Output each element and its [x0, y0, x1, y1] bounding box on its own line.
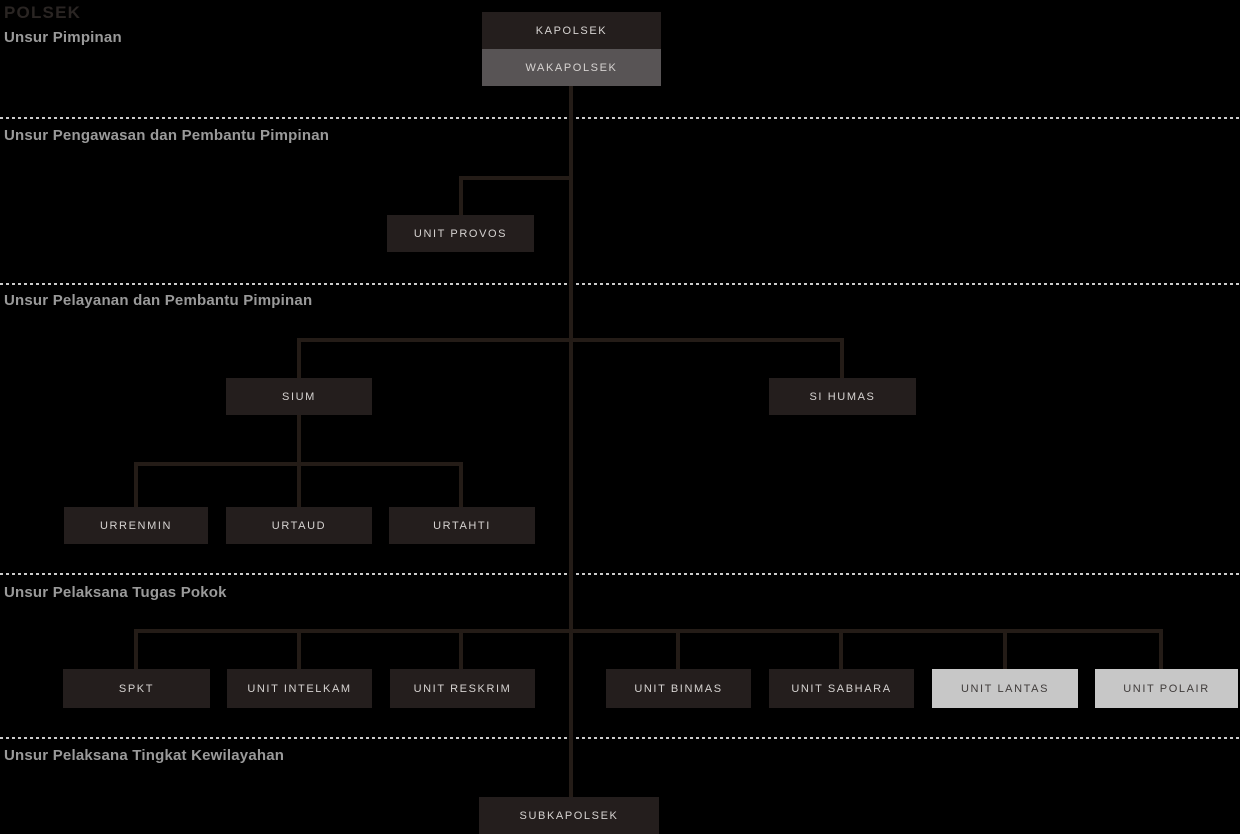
org-node-unit-reskrim: UNIT RESKRIM	[390, 669, 535, 708]
org-node-si-humas: SI HUMAS	[769, 378, 916, 415]
connector-si-humas-drop	[840, 338, 844, 378]
org-node-urtahti: URTAHTI	[389, 507, 535, 544]
connector-row4-bar	[134, 629, 1163, 633]
section-heading-unsur-pimpinan: Unsur Pimpinan	[4, 29, 122, 46]
connector-intelkam-drop	[297, 629, 301, 669]
section-heading-unsur-pelaksana-tingkat-kewilayahan: Unsur Pelaksana Tingkat Kewilayahan	[4, 747, 285, 764]
connector-binmas-drop	[676, 629, 680, 669]
connector-lantas-drop	[1003, 629, 1007, 669]
org-node-unit-polair: UNIT POLAIR	[1095, 669, 1238, 708]
connector-provos-branch-v	[459, 176, 463, 215]
connector-spkt-drop	[134, 629, 138, 669]
section-heading-unsur-pengawasan-dan-pembantu-pimpinan: Unsur Pengawasan dan Pembantu Pimpinan	[4, 127, 330, 144]
connector-sium-stem	[297, 415, 301, 464]
org-node-unit-lantas: UNIT LANTAS	[932, 669, 1078, 708]
connector-reskrim-drop	[459, 629, 463, 669]
org-node-urrenmin: URRENMIN	[64, 507, 208, 544]
org-node-sium: SIUM	[226, 378, 372, 415]
section-heading-unsur-pelayanan-dan-pembantu-pimpinan: Unsur Pelayanan dan Pembantu Pimpinan	[4, 292, 313, 309]
org-node-urtaud: URTAUD	[226, 507, 372, 544]
section-separator	[0, 283, 1240, 285]
connector-urrenmin-drop	[134, 462, 138, 507]
org-node-unit-intelkam: UNIT INTELKAM	[227, 669, 372, 708]
org-node-subkapolsek: SUBKAPOLSEK	[479, 797, 659, 834]
section-heading-unsur-pelaksana-tugas-pokok: Unsur Pelaksana Tugas Pokok	[4, 584, 227, 601]
connector-row3-bar	[297, 338, 844, 342]
org-node-unit-provos: UNIT PROVOS	[387, 215, 534, 252]
org-node-kapolsek: KAPOLSEK	[482, 12, 661, 49]
page-title: POLSEK	[4, 3, 82, 22]
org-node-unit-binmas: UNIT BINMAS	[606, 669, 751, 708]
org-node-wakapolsek: WAKAPOLSEK	[482, 49, 661, 86]
section-separator	[0, 117, 1240, 119]
connector-provos-branch-h	[459, 176, 573, 180]
connector-sabhara-drop	[839, 629, 843, 669]
org-node-spkt: SPKT	[63, 669, 210, 708]
section-separator	[0, 737, 1240, 739]
section-separator	[0, 573, 1240, 575]
connector-urtahti-drop	[459, 462, 463, 507]
connector-sium-drop	[297, 338, 301, 378]
org-node-unit-sabhara: UNIT SABHARA	[769, 669, 914, 708]
connector-trunk	[569, 86, 573, 797]
connector-polair-drop	[1159, 629, 1163, 669]
connector-urtaud-drop	[297, 462, 301, 507]
